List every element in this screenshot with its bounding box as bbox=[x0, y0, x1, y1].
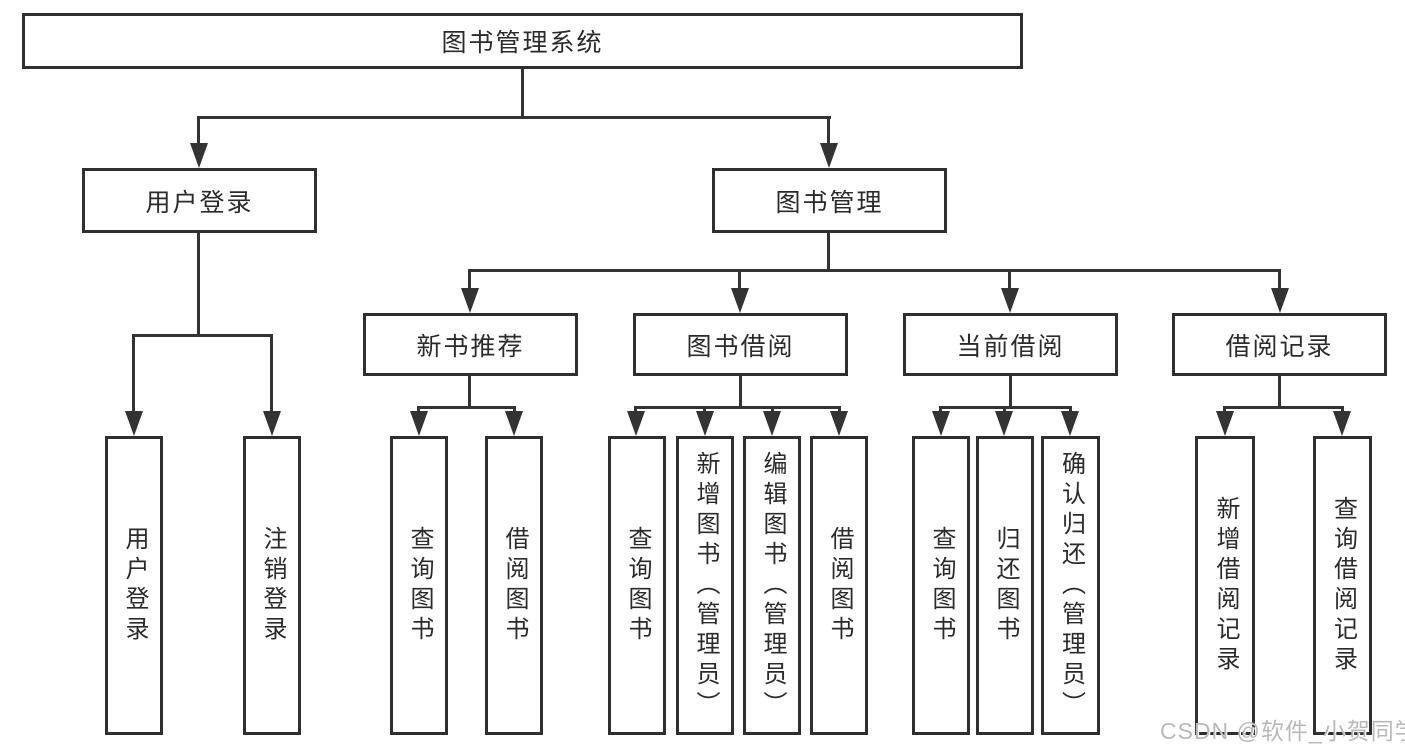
leaf-br-add-record: 新增借阅记录 bbox=[1195, 436, 1255, 735]
leaf-cb-confirm-return: 确认归还（管理员） bbox=[1041, 436, 1100, 735]
csdn-watermark: CSDN @软件_小贺同学 bbox=[1160, 718, 1405, 744]
connector-current-stem bbox=[1009, 376, 1012, 408]
connector-borrow-stem bbox=[739, 376, 742, 408]
leaf-label: 查询图书 bbox=[624, 525, 651, 646]
leaf-bb-add-books: 新增图书（管理员） bbox=[676, 436, 734, 735]
node-root: 图书管理系统 bbox=[22, 13, 1023, 69]
arrow-down-icon bbox=[820, 143, 838, 168]
node-book-management: 图书管理 bbox=[712, 168, 947, 233]
arrow-down-icon bbox=[995, 411, 1013, 436]
arrow-down-icon bbox=[1333, 411, 1351, 436]
leaf-label: 新增图书（管理员） bbox=[692, 450, 719, 721]
connector-records-shaft-2 bbox=[1341, 407, 1344, 413]
connector-userlogin-right-shaft bbox=[270, 335, 273, 412]
connector-records-shaft-1 bbox=[1223, 407, 1226, 413]
leaf-br-query-record: 查询借阅记录 bbox=[1313, 436, 1372, 735]
connector-borrow-shaft-1 bbox=[634, 407, 637, 413]
arrow-down-icon bbox=[461, 288, 479, 313]
arrow-down-icon bbox=[505, 411, 523, 436]
node-borrow-records: 借阅记录 bbox=[1172, 313, 1387, 376]
leaf-label: 借阅图书 bbox=[501, 525, 528, 646]
arrow-down-icon bbox=[1216, 411, 1234, 436]
arrow-down-icon bbox=[190, 143, 208, 168]
connector-bookmgmt-shaft-4 bbox=[1278, 270, 1281, 290]
arrow-down-icon bbox=[763, 411, 781, 436]
connector-root-userlogin-shaft bbox=[197, 117, 200, 145]
leaf-label: 编辑图书（管理员） bbox=[759, 450, 786, 721]
leaf-bb-query-books: 查询图书 bbox=[608, 436, 666, 735]
leaf-label: 查询图书 bbox=[928, 525, 955, 646]
connector-current-shaft-1 bbox=[939, 407, 942, 413]
leaf-rec-query-books: 查询图书 bbox=[390, 436, 448, 735]
node-current-borrow: 当前借阅 bbox=[903, 313, 1118, 376]
arrow-down-icon bbox=[263, 411, 281, 436]
leaf-cb-query-books: 查询图书 bbox=[912, 436, 970, 735]
arrow-down-icon bbox=[830, 411, 848, 436]
connector-borrow-horizontal bbox=[634, 406, 841, 409]
connector-root-bookmgmt-shaft bbox=[827, 117, 830, 145]
connector-recommend-stem bbox=[468, 376, 471, 408]
connector-borrow-shaft-3 bbox=[771, 407, 774, 413]
leaf-label: 查询借阅记录 bbox=[1329, 495, 1357, 676]
connector-bookmgmt-stem bbox=[827, 232, 830, 270]
connector-borrow-shaft-2 bbox=[703, 407, 706, 413]
arrow-down-icon bbox=[1061, 411, 1079, 436]
leaf-bb-borrow-books: 借阅图书 bbox=[810, 436, 868, 735]
leaf-cb-return-books: 归还图书 bbox=[976, 436, 1034, 735]
arrow-down-icon bbox=[627, 411, 645, 436]
connector-root-horizontal bbox=[197, 116, 831, 119]
connector-recommend-horizontal bbox=[417, 406, 516, 409]
connector-records-horizontal bbox=[1223, 406, 1344, 409]
connector-bookmgmt-shaft-2 bbox=[738, 270, 741, 290]
connector-userlogin-stem bbox=[197, 232, 200, 336]
connector-userlogin-left-shaft bbox=[132, 335, 135, 412]
arrow-down-icon bbox=[125, 411, 143, 436]
leaf-label: 借阅图书 bbox=[826, 525, 853, 646]
leaf-user-login: 用户登录 bbox=[105, 436, 163, 735]
connector-recommend-shaft-2 bbox=[513, 407, 516, 413]
leaf-label: 归还图书 bbox=[992, 525, 1019, 646]
leaf-label: 新增借阅记录 bbox=[1212, 495, 1239, 676]
leaf-label: 注销登录 bbox=[259, 525, 286, 646]
node-book-borrow: 图书借阅 bbox=[633, 313, 848, 376]
arrow-down-icon bbox=[731, 288, 749, 313]
arrow-down-icon bbox=[696, 411, 714, 436]
connector-bookmgmt-shaft-1 bbox=[468, 270, 471, 290]
leaf-bb-edit-books: 编辑图书（管理员） bbox=[743, 436, 801, 735]
leaf-label: 确认归还（管理员） bbox=[1057, 450, 1085, 721]
connector-current-shaft-2 bbox=[1003, 407, 1006, 413]
arrow-down-icon bbox=[932, 411, 950, 436]
leaf-label: 查询图书 bbox=[406, 525, 433, 646]
arrow-down-icon bbox=[1001, 288, 1019, 313]
node-user-login: 用户登录 bbox=[82, 168, 317, 233]
connector-bookmgmt-shaft-3 bbox=[1008, 270, 1011, 290]
connector-borrow-shaft-4 bbox=[838, 407, 841, 413]
leaf-label: 用户登录 bbox=[121, 525, 148, 646]
connector-userlogin-horizontal bbox=[132, 334, 273, 337]
leaf-logout: 注销登录 bbox=[243, 436, 301, 735]
arrow-down-icon bbox=[1271, 288, 1289, 313]
connector-current-shaft-3 bbox=[1069, 407, 1072, 413]
arrow-down-icon bbox=[410, 411, 428, 436]
connector-records-stem bbox=[1278, 376, 1281, 408]
connector-bookmgmt-horizontal bbox=[468, 269, 1281, 272]
connector-root-stem bbox=[521, 69, 524, 118]
connector-recommend-shaft-1 bbox=[417, 407, 420, 413]
node-new-book-recommend: 新书推荐 bbox=[363, 313, 578, 376]
leaf-rec-borrow-books: 借阅图书 bbox=[485, 436, 543, 735]
